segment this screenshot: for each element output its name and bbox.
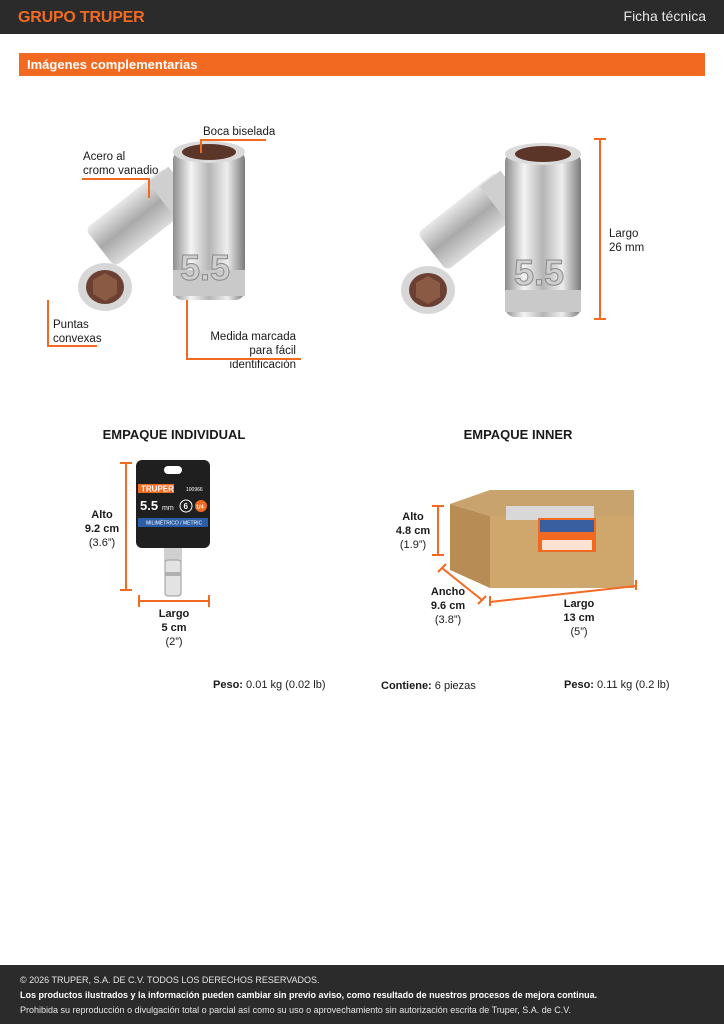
inner-weight: Peso: 0.11 kg (0.2 lb) bbox=[564, 679, 670, 691]
footer-copyright: © 2026 TRUPER, S.A. DE C.V. TODOS LOS DE… bbox=[20, 975, 320, 985]
inner-pack-heading: EMPAQUE INNER bbox=[463, 427, 573, 442]
footer-legal: Prohibida su reproducción o divulgación … bbox=[20, 1005, 571, 1015]
callout-size-marking: Medida marcada para fácil identificación bbox=[210, 331, 296, 371]
individual-pack-heading: EMPAQUE INDIVIDUAL bbox=[102, 427, 246, 442]
inner-length: Largo 13 cm (5”) bbox=[563, 598, 595, 638]
inner-pack-image bbox=[450, 490, 634, 588]
inner-length-line bbox=[489, 580, 637, 606]
inner-width: Ancho 9.6 cm (3.8”) bbox=[430, 586, 466, 626]
individual-pack-image: TRUPER 100966 5.5 mm 6 1/4 MILIMÉTRICO /… bbox=[136, 460, 210, 597]
inner-width-line bbox=[437, 563, 487, 605]
callout-size-leader bbox=[186, 300, 188, 360]
callout-bevel-leader bbox=[200, 139, 202, 153]
individual-length-cap-left bbox=[138, 595, 140, 607]
callout-bevel: Boca biselada bbox=[203, 126, 276, 138]
footer: © 2026 TRUPER, S.A. DE C.V. TODOS LOS DE… bbox=[0, 965, 724, 1024]
individual-height-cap-bottom bbox=[120, 589, 132, 591]
inner-contains: Contiene: 6 piezas bbox=[381, 680, 476, 692]
callout-material-line bbox=[82, 178, 149, 180]
inner-height-cap-bottom bbox=[432, 554, 444, 556]
socket-image-annotated: 5.5 bbox=[78, 141, 245, 311]
callout-material-leader bbox=[148, 178, 150, 198]
length-dimension-line bbox=[599, 138, 601, 320]
card-code: 100966 bbox=[186, 487, 203, 493]
card-brand: TRUPER bbox=[141, 485, 174, 494]
individual-length-cap-right bbox=[208, 595, 210, 607]
callout-size-line bbox=[186, 358, 301, 360]
card-unit: mm bbox=[162, 505, 174, 512]
inner-height-line bbox=[437, 505, 439, 555]
callout-material: Acero al cromo vanadio bbox=[83, 151, 159, 177]
callout-points: Puntas convexas bbox=[53, 319, 102, 345]
individual-height: Alto 9.2 cm (3.6”) bbox=[84, 509, 120, 549]
individual-length-line bbox=[138, 600, 210, 602]
socket-length: Largo 26 mm bbox=[609, 228, 645, 254]
footer-notice: Los productos ilustrados y la informació… bbox=[20, 990, 598, 1000]
inner-height-cap-top bbox=[432, 505, 444, 507]
socket-size-marking-2: 5.5 bbox=[514, 252, 564, 293]
individual-length: Largo 5 cm (2”) bbox=[158, 608, 190, 648]
length-dimension-cap-top bbox=[594, 138, 606, 140]
inner-height: Alto 4.8 cm (1.9”) bbox=[395, 511, 431, 551]
callout-points-line bbox=[47, 345, 97, 347]
socket-size-marking: 5.5 bbox=[180, 247, 230, 288]
card-size: 5.5 bbox=[140, 498, 158, 513]
card-points: 6 bbox=[184, 502, 189, 511]
card-metric: MILIMÉTRICO / METRIC bbox=[146, 520, 203, 527]
section-header: Imágenes complementarias bbox=[19, 53, 705, 76]
callout-bevel-line bbox=[200, 139, 266, 141]
top-bar: GRUPO TRUPER Ficha técnica bbox=[0, 0, 724, 34]
document-type: Ficha técnica bbox=[623, 8, 706, 24]
individual-weight: Peso: 0.01 kg (0.02 lb) bbox=[213, 679, 326, 691]
socket-image-length: 5.5 bbox=[401, 143, 581, 317]
callout-points-leader bbox=[47, 300, 49, 346]
section-title: Imágenes complementarias bbox=[27, 57, 198, 72]
individual-height-cap-top bbox=[120, 462, 132, 464]
card-drive: 1/4 bbox=[196, 505, 205, 511]
individual-height-line bbox=[125, 462, 127, 590]
length-dimension-cap-bottom bbox=[594, 318, 606, 320]
brand-logo: GRUPO TRUPER bbox=[18, 9, 145, 26]
